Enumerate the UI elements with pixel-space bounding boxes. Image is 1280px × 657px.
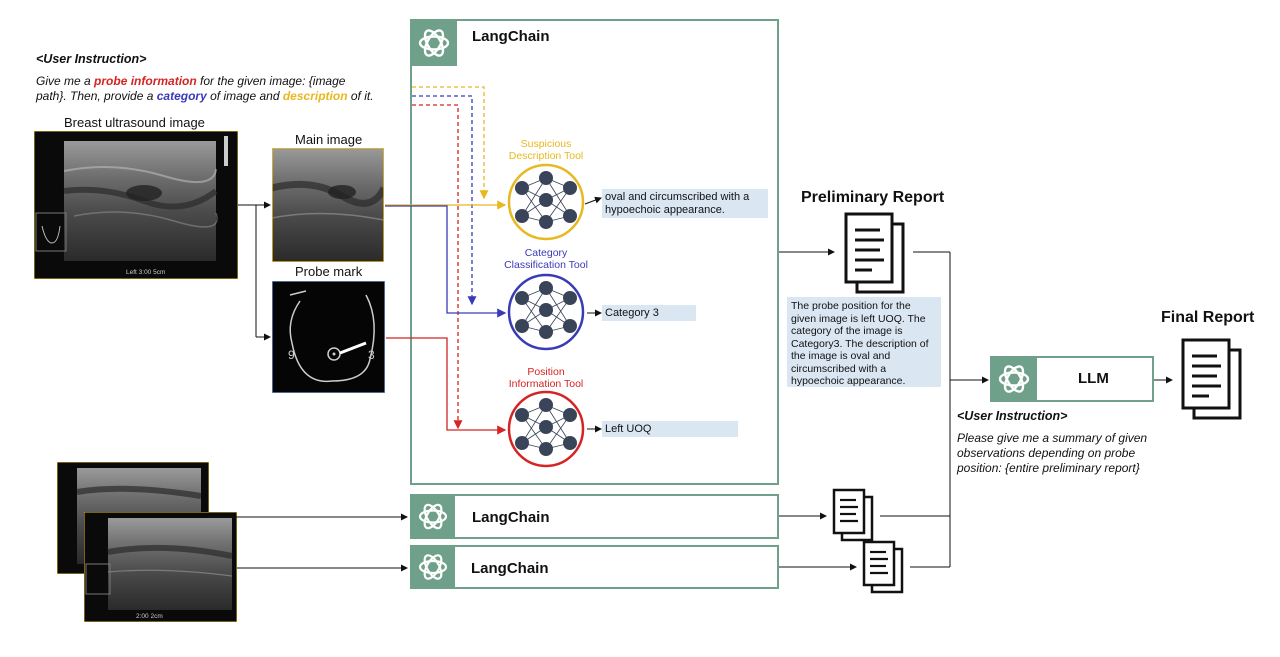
langchain-title: LangChain — [472, 28, 550, 45]
preliminary-report-title: Preliminary Report — [801, 189, 945, 206]
probe-mark-image: 9 3 — [272, 281, 385, 393]
langchain-title-3: LangChain — [471, 560, 549, 577]
instr-part: of it. — [347, 89, 374, 103]
tool-label-line: Suspicious — [520, 138, 572, 150]
openai-icon — [991, 357, 1037, 401]
langchain-title-2: LangChain — [472, 509, 550, 526]
category-tool-icon — [507, 273, 585, 351]
instr-part: path}. Then, provide a — [36, 89, 157, 103]
user-instruction-2-header: <User Instruction> — [957, 409, 1068, 423]
tool-label-line: Position — [527, 366, 565, 378]
langchain-frame-3 — [410, 545, 779, 589]
ultrasound-image-3: 2:00 2cm — [84, 512, 237, 622]
tool-label-line: Information Tool — [508, 378, 584, 390]
llm-label: LLM — [1078, 370, 1109, 387]
openai-icon — [411, 20, 457, 66]
openai-icon — [411, 546, 455, 588]
langchain-main-frame — [410, 19, 779, 485]
suspicious-output: oval and circumscribed with a hypoechoic… — [602, 189, 768, 218]
main-image — [272, 148, 384, 262]
breast-ultrasound-image: Left 3:00 5cm — [34, 131, 238, 279]
final-report-title: Final Report — [1161, 309, 1255, 326]
langchain-frame-2 — [410, 494, 779, 539]
user-instruction-text: Give me a probe information for the give… — [36, 74, 416, 104]
instr-part: for the given image: {image — [196, 74, 346, 88]
breast-ultrasound-label: Breast ultrasound image — [64, 115, 205, 130]
tool-label-line: Category — [524, 247, 568, 259]
position-output: Left UOQ — [602, 421, 738, 437]
us-caption: Left 3:00 5cm — [126, 269, 165, 276]
user-instruction-header: <User Instruction> — [36, 52, 147, 66]
us-caption-2: 2:00 2cm — [136, 613, 163, 620]
user-instruction-2-text: Please give me a summary of given observ… — [957, 431, 1148, 475]
instr-probe-info: probe information — [94, 74, 197, 88]
openai-icon — [411, 495, 455, 538]
document-icon-small — [862, 540, 904, 594]
category-output: Category 3 — [602, 305, 696, 321]
main-image-label: Main image — [295, 132, 363, 147]
instr-description: description — [282, 89, 348, 103]
final-document-icon — [1181, 338, 1242, 420]
probe-mark-label: Probe mark — [295, 264, 363, 279]
probe-num-3: 3 — [368, 348, 375, 362]
preliminary-report-text: The probe position for the given image i… — [787, 297, 941, 387]
position-tool-icon — [507, 390, 585, 468]
document-icon — [844, 212, 905, 294]
suspicious-tool-icon — [507, 163, 585, 241]
probe-num-9: 9 — [288, 348, 295, 362]
instr-part: of image and — [206, 89, 283, 103]
tool-label-line: Description Tool — [508, 150, 584, 162]
document-icon-small — [832, 488, 874, 542]
instr-category: category — [156, 89, 207, 103]
instr-part: Give me a — [36, 74, 95, 88]
tool-label-line: Classification Tool — [504, 259, 588, 271]
